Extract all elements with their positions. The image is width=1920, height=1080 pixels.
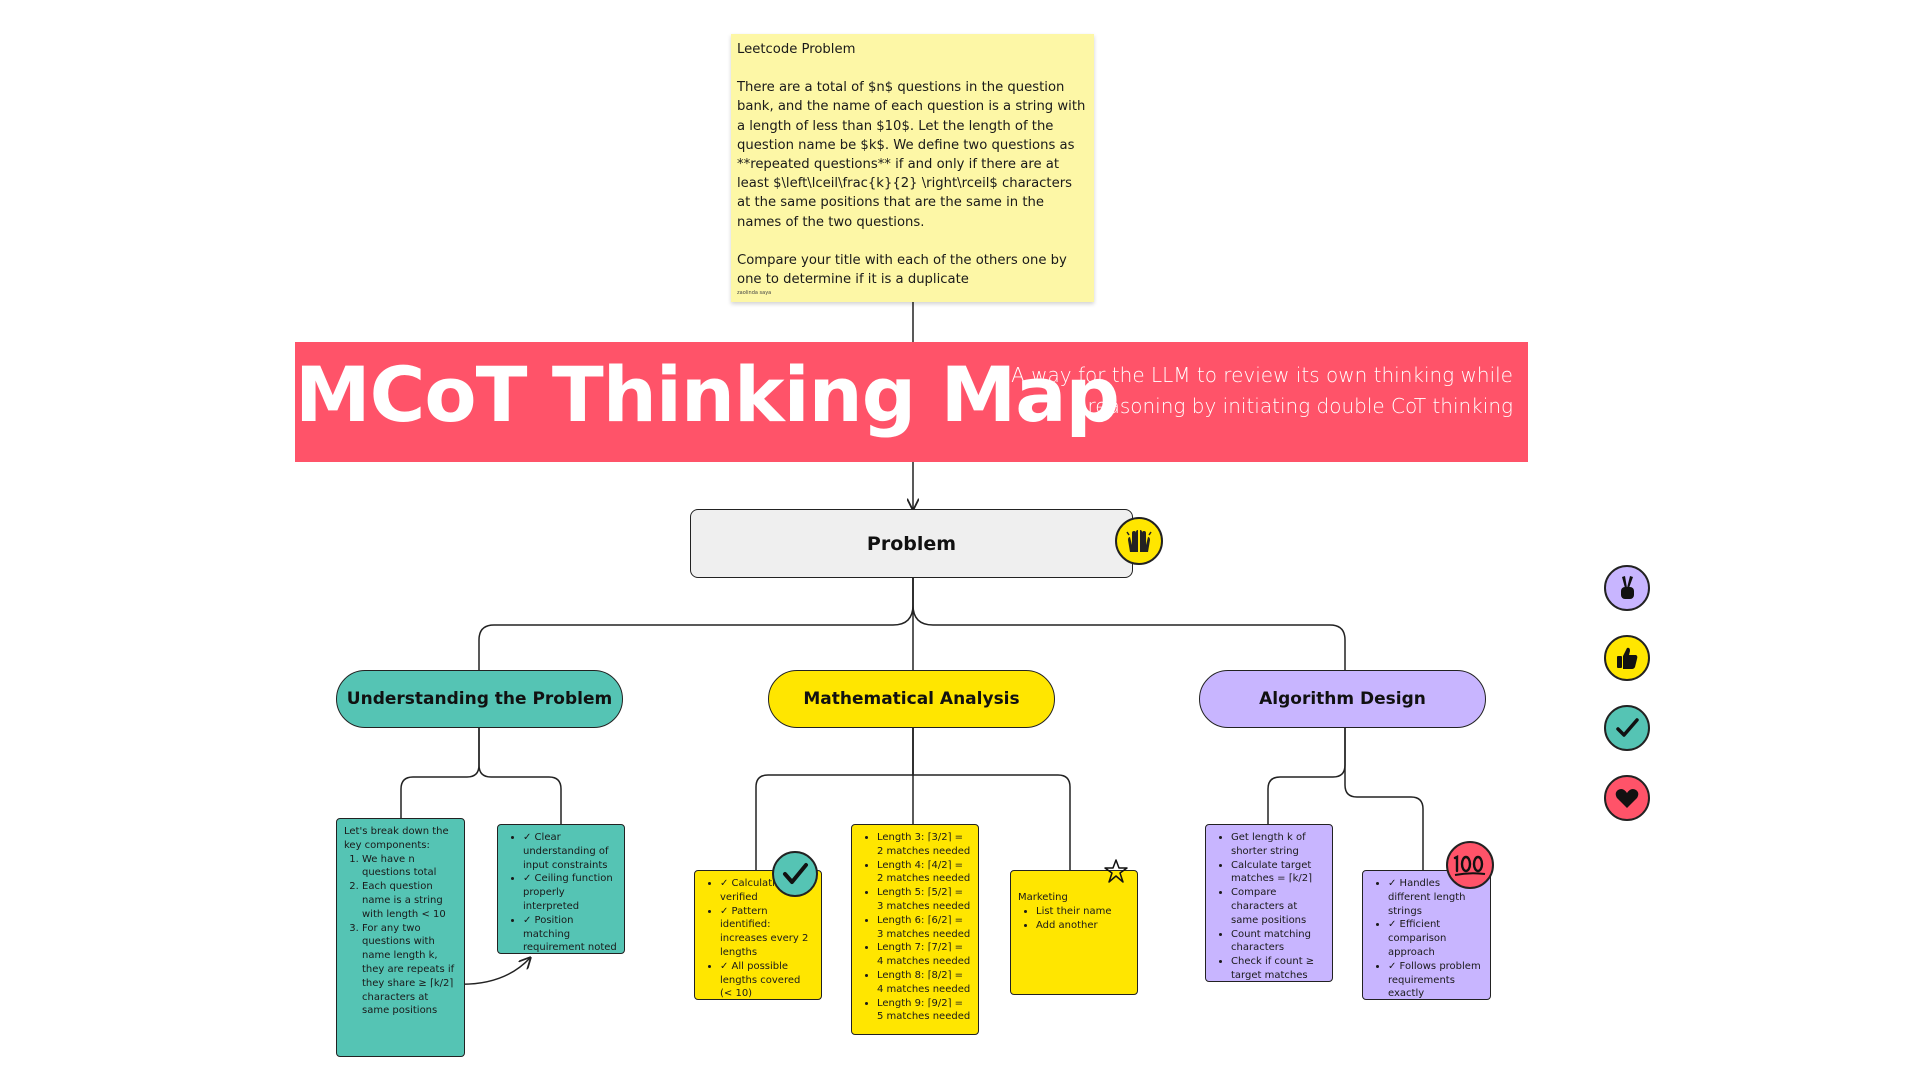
list-item: ✓ All possible lengths covered (< 10) <box>720 960 814 999</box>
thumbs-up-icon[interactable] <box>1604 635 1650 681</box>
hundred-points-icon[interactable] <box>1446 841 1494 889</box>
branch-algorithm <box>912 578 1346 670</box>
branch-math-checks <box>755 728 914 870</box>
marketing-title: Marketing <box>1018 892 1068 903</box>
marketing-card[interactable]: Marketing List their name Add another <box>1010 870 1138 995</box>
length-matches-card[interactable]: Length 3: ⌈3/2⌉ = 2 matches needed Lengt… <box>851 824 979 1035</box>
math-label: Mathematical Analysis <box>803 689 1020 709</box>
list-item: Length 8: ⌈8/2⌉ = 4 matches needed <box>877 969 971 997</box>
understanding-label: Understanding the Problem <box>346 689 613 709</box>
list-item: ✓ Clear understanding of input constrain… <box>523 831 617 872</box>
sticky-note[interactable]: Leetcode Problem There are a total of $n… <box>731 34 1094 302</box>
list-item: Length 6: ⌈6/2⌉ = 3 matches needed <box>877 914 971 942</box>
list-item: Add another <box>1036 919 1130 933</box>
list-item: Length 4: ⌈4/2⌉ = 2 matches needed <box>877 859 971 887</box>
list-item: Get length k of shorter string <box>1231 831 1325 859</box>
list-item: ✓ Follows problem requirements exactly <box>1388 960 1483 999</box>
list-item: List their name <box>1036 905 1130 919</box>
algorithm-steps-card[interactable]: Get length k of shorter string Calculate… <box>1205 824 1333 982</box>
algorithm-checks-card[interactable]: ✓ Handles different length strings ✓ Eff… <box>1362 870 1491 1000</box>
list-item: ✓ Calculations verified <box>720 877 814 905</box>
branch-understanding-checks <box>478 728 562 824</box>
branch-understanding <box>478 578 914 670</box>
list-item: Count matching characters <box>1231 928 1325 956</box>
branch-breakdown <box>400 728 480 818</box>
list-item: For any two questions with name length k… <box>362 922 457 1019</box>
raised-hands-icon[interactable] <box>1115 517 1163 565</box>
list-item: Length 5: ⌈5/2⌉ = 3 matches needed <box>877 886 971 914</box>
branch-algorithm-steps <box>1267 728 1346 824</box>
problem-label: Problem <box>866 532 957 555</box>
list-item: ✓ Position matching requirement noted <box>523 914 617 953</box>
list-item: ✓ Pattern identified: increases every 2 … <box>720 905 814 960</box>
heart-icon[interactable] <box>1604 775 1650 821</box>
banner-subtitle: A way for the LLM to review its own thin… <box>1011 363 1513 418</box>
list-item: Length 3: ⌈3/2⌉ = 2 matches needed <box>877 831 971 859</box>
branch-marketing <box>912 728 1071 870</box>
list-item: Length 9: ⌈9/2⌉ = 5 matches needed <box>877 997 971 1025</box>
math-checks-card[interactable]: ✓ Calculations verified ✓ Pattern identi… <box>694 870 822 1000</box>
sticky-title: Leetcode Problem <box>737 42 856 57</box>
understanding-checks-card[interactable]: ✓ Clear understanding of input constrain… <box>497 824 625 954</box>
problem-node[interactable]: Problem <box>690 509 1133 578</box>
checkmark-icon[interactable] <box>1604 705 1650 751</box>
understanding-node[interactable]: Understanding the Problem <box>336 670 623 728</box>
victory-hand-icon[interactable] <box>1604 565 1650 611</box>
algorithm-node[interactable]: Algorithm Design <box>1199 670 1486 728</box>
list-item: ✓ Handles different length strings <box>1388 877 1483 918</box>
list-item: ✓ Ceiling function properly interpreted <box>523 872 617 913</box>
sticky-paragraph-1: There are a total of $n$ questions in th… <box>737 80 1086 230</box>
sticky-paragraph-2: Compare your title with each of the othe… <box>737 252 1067 288</box>
breakdown-intro: Let's break down the key components: <box>344 826 449 851</box>
math-node[interactable]: Mathematical Analysis <box>768 670 1055 728</box>
algorithm-label: Algorithm Design <box>1259 689 1426 709</box>
list-item: Each question name is a string with leng… <box>362 880 457 921</box>
title-banner[interactable]: MCoT Thinking Map A way for the LLM to r… <box>295 342 1528 462</box>
checkmark-icon[interactable] <box>772 851 818 897</box>
list-item: We have n questions total <box>362 853 457 881</box>
breakdown-card[interactable]: Let's break down the key components: We … <box>336 818 465 1057</box>
branch-algorithm-checks <box>1344 728 1424 870</box>
list-item: Length 7: ⌈7/2⌉ = 4 matches needed <box>877 941 971 969</box>
list-item: Calculate target matches = ⌈k/2⌉ <box>1231 859 1325 887</box>
list-item: ✓ Efficient comparison approach <box>1388 918 1483 959</box>
list-item: Check if count ≥ target matches <box>1231 955 1325 981</box>
sticky-author: zaolinda saya <box>737 290 772 296</box>
banner-title: MCoT Thinking Map <box>295 350 1120 439</box>
list-item: Compare characters at same positions <box>1231 886 1325 927</box>
star-outline-icon[interactable] <box>1103 858 1129 884</box>
